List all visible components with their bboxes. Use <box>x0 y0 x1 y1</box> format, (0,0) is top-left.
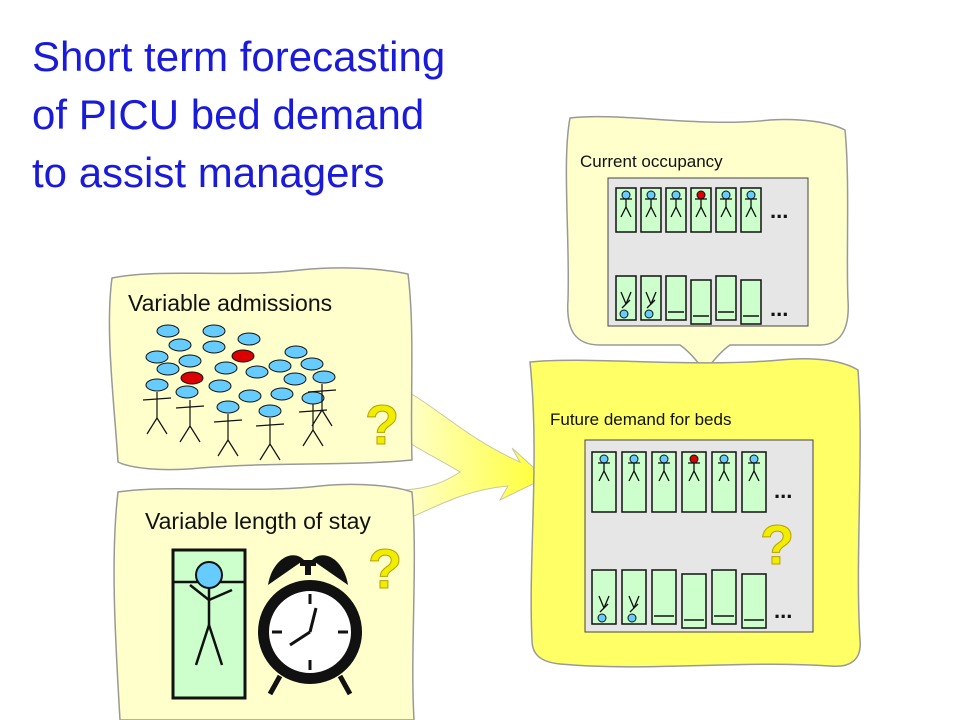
admission-patient <box>208 379 232 393</box>
admission-patient <box>202 324 226 338</box>
bed-empty <box>665 275 687 321</box>
title-line-2: of PICU bed demand <box>32 91 425 138</box>
admission-patient <box>214 361 238 375</box>
future-beds <box>591 451 767 629</box>
bed-empty <box>690 279 712 325</box>
length-of-stay-question-mark: ? <box>367 537 403 601</box>
admission-urgent <box>180 371 204 385</box>
admission-patient <box>145 378 169 392</box>
stick-figure <box>213 414 243 457</box>
stick-figure <box>142 392 172 435</box>
bed-discharging <box>640 275 662 321</box>
admission-patient <box>284 345 308 359</box>
stick-figure <box>175 400 205 443</box>
bed-empty <box>741 573 767 629</box>
bed-occupied <box>711 451 737 513</box>
bed-discharging <box>615 275 637 321</box>
admission-patient <box>312 370 336 384</box>
admission-patient <box>245 365 269 379</box>
admissions-crowd <box>142 324 337 461</box>
stick-figure <box>307 384 337 427</box>
admission-patient <box>145 350 169 364</box>
admissions-question-mark: ? <box>364 393 400 457</box>
future-occupied-ellipsis: ... <box>774 478 793 503</box>
bed-discharging <box>621 569 647 625</box>
current-beds <box>615 187 762 325</box>
title-line-3: to assist managers <box>32 149 385 196</box>
bed-occupied <box>740 187 762 233</box>
admission-patient <box>178 354 202 368</box>
bed-occupied <box>690 187 712 233</box>
flow-arrow <box>404 389 546 521</box>
bed-occupied <box>665 187 687 233</box>
admission-patient <box>202 340 226 354</box>
future-empty-ellipsis: ... <box>774 598 793 623</box>
bed-empty <box>711 569 737 625</box>
admission-patient <box>175 385 199 399</box>
bed-empty <box>681 573 707 629</box>
admission-patient <box>168 338 192 352</box>
admission-patient <box>238 389 262 403</box>
admission-patient <box>300 357 324 371</box>
bed-empty <box>715 275 737 321</box>
admission-patient <box>156 362 180 376</box>
admission-patient <box>237 332 261 346</box>
current-empty-ellipsis: ... <box>770 296 789 321</box>
admission-patient <box>258 404 282 418</box>
admission-patient <box>216 400 240 414</box>
bed-empty <box>740 279 762 325</box>
admission-urgent <box>231 349 255 363</box>
alarm-clock-icon <box>258 555 362 696</box>
admission-patient <box>283 372 307 386</box>
length-of-stay-label: Variable length of stay <box>145 508 371 534</box>
admission-patient <box>268 359 292 373</box>
bed-occupied <box>615 187 637 233</box>
bed-occupied <box>715 187 737 233</box>
bed-discharging <box>591 569 617 625</box>
sleeping-patient-bed <box>171 548 247 700</box>
bed-occupied <box>651 451 677 513</box>
future-demand-question-mark: ? <box>759 513 795 577</box>
admission-patient <box>270 387 294 401</box>
bed-empty <box>651 569 677 625</box>
bed-occupied <box>621 451 647 513</box>
admission-patient <box>156 324 180 338</box>
title-line-1: Short term forecasting <box>32 33 446 80</box>
variable-admissions-label: Variable admissions <box>128 290 333 316</box>
bed-occupied <box>681 451 707 513</box>
admission-patient <box>301 391 325 405</box>
future-demand-label: Future demand for beds <box>550 410 732 429</box>
current-occupied-ellipsis: ... <box>770 198 789 223</box>
stick-figure <box>255 418 285 461</box>
bed-occupied <box>741 451 767 513</box>
bed-occupied <box>640 187 662 233</box>
bed-occupied <box>591 451 617 513</box>
current-occupancy-label: Current occupancy <box>580 152 723 171</box>
